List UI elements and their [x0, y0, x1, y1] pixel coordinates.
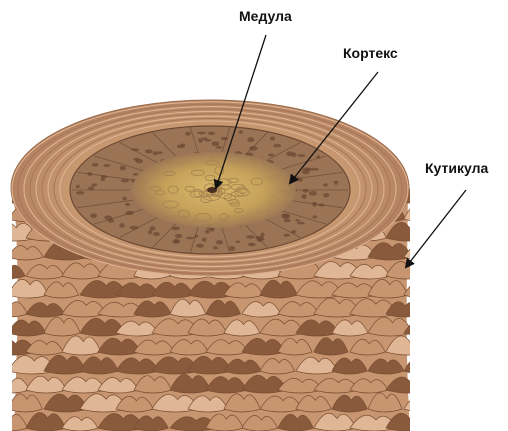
cortex-cell [247, 137, 254, 142]
cortex-cell [122, 197, 126, 200]
cortex-cell [125, 203, 130, 206]
cortex-cell [248, 243, 256, 246]
cuticle-scale [422, 300, 466, 317]
cortex-cell [156, 151, 163, 154]
hair-cross-section [11, 100, 409, 276]
cortex-cell [76, 191, 84, 195]
cortex-cell [281, 213, 289, 218]
cortex-cell [197, 132, 206, 135]
cortex-cell [76, 185, 80, 189]
cortex-cell [310, 168, 319, 171]
cortex-cell [268, 154, 275, 157]
cortex-cell [270, 136, 275, 140]
cortex-cell [301, 194, 306, 199]
cortex-cell [216, 240, 223, 244]
cortex-cell [313, 215, 317, 218]
cortex-cell [175, 234, 183, 238]
cuticle-scale [404, 358, 440, 374]
cortex-label: Кортекс [343, 45, 398, 61]
cortex-cell [172, 239, 180, 244]
cortex-cell [103, 164, 110, 167]
cortex-cell [212, 141, 220, 146]
cortex-cell [145, 149, 153, 153]
cortex-cell [221, 137, 228, 140]
cortex-cell [92, 163, 99, 167]
medulla-center [207, 187, 217, 193]
cortex-cell [135, 159, 143, 163]
cortex-cell [283, 234, 290, 237]
cuticle-pointer [406, 190, 466, 267]
cuticle-scale [404, 397, 441, 412]
cortex-cell [186, 237, 195, 240]
cortex-cell [309, 191, 317, 196]
cortex-cell [236, 240, 241, 243]
cortex-cell [246, 235, 255, 239]
cortex-cell [323, 193, 329, 197]
cuticle-scale [422, 377, 463, 393]
cortex-cell [196, 244, 204, 248]
cuticle-scale [422, 261, 467, 279]
cortex-cell [306, 168, 310, 170]
cortex-cell [334, 180, 339, 184]
cuticle-scale [404, 204, 442, 222]
cortex-cell [295, 219, 300, 222]
cortex-cell [302, 170, 310, 174]
cortex-cell [216, 146, 223, 149]
cortex-cell [181, 144, 185, 147]
cortex-cell [291, 153, 296, 158]
cortex-cell [119, 223, 124, 228]
cortex-cell [185, 132, 191, 136]
cortex-cell [202, 137, 207, 140]
cortex-cell [209, 227, 214, 231]
cuticle-scale [404, 320, 450, 336]
cuticle-label: Кутикула [425, 160, 488, 176]
cortex-cell [213, 246, 218, 249]
cortex-cell [261, 232, 265, 236]
cortex-cell [229, 246, 235, 251]
cortex-cell [133, 173, 138, 176]
medulla-label: Медула [239, 8, 292, 24]
cortex-cell [153, 232, 160, 236]
cortex-cell [284, 219, 291, 223]
cortex-cell [198, 138, 203, 143]
cortex-cell [323, 183, 328, 186]
cortex-cell [303, 189, 309, 193]
cortex-cell [148, 230, 152, 235]
cuticle-scale [404, 245, 443, 260]
cortex-cell [202, 238, 207, 242]
cortex-cell [273, 144, 281, 148]
cortex-cell [90, 213, 97, 218]
cortex-cell [239, 130, 244, 134]
cortex-cell [91, 183, 97, 186]
cuticle-scale [422, 415, 458, 431]
cortex-cell [297, 154, 305, 157]
cortex-cell [297, 222, 305, 225]
cortex-cell [208, 132, 216, 135]
cuticle-scale [422, 341, 458, 355]
cortex-cell [205, 230, 210, 234]
cortex-cell [130, 226, 139, 230]
cortex-cell [119, 166, 126, 171]
cuticle-scale [404, 283, 439, 298]
